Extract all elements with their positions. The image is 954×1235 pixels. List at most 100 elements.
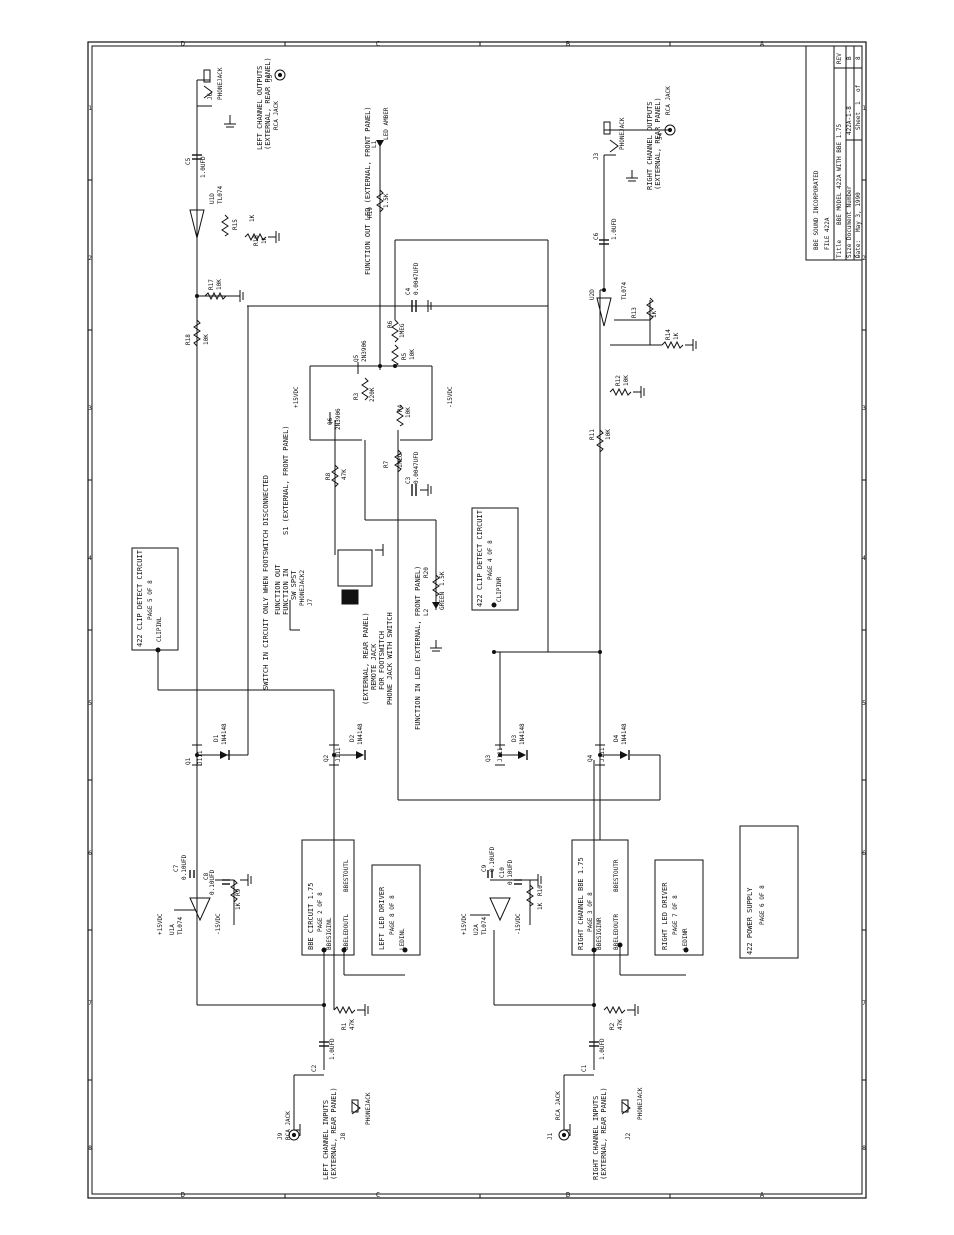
resistor-r12 bbox=[609, 387, 632, 397]
op-amps bbox=[189, 209, 612, 922]
border-mark-right-6: 6 bbox=[862, 850, 866, 857]
label-d1-value: 1N4148 bbox=[221, 723, 228, 745]
label-r4: R4 bbox=[397, 404, 404, 412]
border-mark-left-6: 6 bbox=[88, 850, 92, 857]
label-d3: D3 bbox=[511, 734, 518, 742]
label-d4-value: 1N4148 bbox=[621, 723, 628, 745]
label-r19: R19 bbox=[367, 207, 374, 218]
label-d1: D1 bbox=[213, 734, 220, 742]
label-r16: R16 bbox=[253, 235, 260, 246]
label-j8-phonejack: PHONEJACK bbox=[365, 1092, 372, 1125]
block-bbe-right-title: RIGHT CHANNEL BBE 1.75 bbox=[577, 857, 585, 950]
diode-d3 bbox=[518, 751, 526, 759]
label-c1: C1 bbox=[581, 1064, 588, 1072]
border-mark-right-3: 3 bbox=[862, 405, 866, 412]
title-block-sheet-of: of bbox=[855, 84, 862, 92]
jacks bbox=[203, 69, 676, 1141]
resistor-r19 bbox=[376, 189, 384, 213]
border-mark-bottom-b: B bbox=[566, 1191, 570, 1199]
label-q2-j111: J111 bbox=[335, 747, 342, 762]
label-l1: L1 bbox=[371, 140, 378, 148]
label-c3-value: 0.0047UFD bbox=[413, 451, 420, 484]
label-u1a: U1A bbox=[169, 924, 176, 935]
block-power-page: PAGE 6 OF 8 bbox=[759, 885, 766, 925]
label-r5: R5 bbox=[401, 352, 408, 360]
label-r2: R2 bbox=[609, 1022, 616, 1030]
block-clip-left-title: 422 CLIP DETECT CIRCUIT bbox=[136, 549, 144, 647]
title-block-size-label: Size bbox=[846, 243, 853, 258]
label-r8-value: 47K bbox=[341, 469, 348, 480]
label-d2: D2 bbox=[349, 734, 356, 742]
border-frame bbox=[87, 41, 867, 1199]
phone-jack-j3 bbox=[603, 121, 611, 135]
label-q5-value: 2N3906 bbox=[361, 340, 368, 362]
label-q4-j111: J111 bbox=[599, 747, 606, 762]
label-u1d: U1D bbox=[209, 193, 216, 204]
label-c10: C10 bbox=[499, 867, 506, 878]
ground-1 bbox=[224, 115, 236, 128]
label-c8: C8 bbox=[203, 872, 210, 880]
ground-4 bbox=[420, 300, 432, 312]
label-r1-value: 47K bbox=[349, 1019, 356, 1030]
resistor-r13 bbox=[646, 297, 654, 321]
title-block-date: May 3, 1990 bbox=[855, 192, 862, 232]
label-c5: C5 bbox=[185, 157, 192, 165]
border-mark-right-1: 1 bbox=[862, 105, 866, 112]
border-mark-bottom-a: A bbox=[760, 1191, 765, 1199]
block-bbe-left: BBE CIRCUIT 1.75 PAGE 2 OF 8 BBESIGINL B… bbox=[301, 839, 355, 956]
ground-symbols bbox=[224, 115, 697, 1136]
title-block-docnum: 422A-1-8 bbox=[846, 106, 853, 135]
note-left-outputs-2: (EXTERNAL, REAR PANEL) bbox=[264, 57, 272, 150]
ground-11 bbox=[430, 640, 442, 652]
title-block-file: FILE 422A bbox=[824, 217, 831, 250]
border-mark-top-a: A bbox=[760, 40, 765, 48]
label-r11: R11 bbox=[589, 429, 596, 440]
resistor-r17 bbox=[204, 291, 227, 301]
label-c2-value: 1.0UFD bbox=[329, 1038, 336, 1060]
junctions bbox=[155, 288, 689, 1007]
ground-12 bbox=[240, 874, 252, 886]
block-power-title: 422 POWER SUPPLY bbox=[746, 887, 754, 955]
label-r7-value: 1MEG bbox=[397, 453, 404, 468]
opamp-u2d bbox=[596, 297, 612, 327]
ground-10 bbox=[627, 1004, 639, 1016]
label-d4: D4 bbox=[613, 734, 620, 742]
ground-3 bbox=[268, 231, 280, 243]
label-r2-value: 47K bbox=[617, 1019, 624, 1030]
ground-7 bbox=[685, 339, 697, 351]
label-j6: J6 bbox=[207, 92, 214, 100]
resistor-r2 bbox=[603, 1005, 626, 1015]
label-c2: C2 bbox=[311, 1064, 318, 1072]
note-left-inputs-1: LEFT CHANNEL INPUTS bbox=[322, 1100, 330, 1180]
label-r13-value: 1K bbox=[651, 310, 658, 318]
border-mark-left-2: 2 bbox=[88, 255, 92, 262]
label-u2a-tl074: TL074 bbox=[481, 917, 488, 935]
label-q6-value: 2N3906 bbox=[335, 408, 342, 430]
label-j8: J8 bbox=[340, 1132, 347, 1140]
border-mark-left-3: 3 bbox=[88, 405, 92, 412]
diode-d2 bbox=[356, 751, 364, 759]
note-remote-1: (EXTERNAL, REAR PANEL) bbox=[362, 612, 370, 705]
label-j6-phonejack: PHONEJACK bbox=[217, 67, 224, 100]
opamp-u1d bbox=[189, 209, 205, 239]
note-remote-2: REMOTE JACK bbox=[370, 643, 378, 690]
label-r17: R17 bbox=[208, 279, 215, 290]
block-led-left-title: LEFT LED DRIVER bbox=[378, 886, 386, 950]
label-j9: J9 bbox=[277, 1132, 284, 1140]
block-bbe-right-pin-led: BBELEDOUTR bbox=[613, 913, 620, 950]
label-r10: R10 bbox=[537, 885, 544, 896]
resistor-r18 bbox=[193, 319, 201, 347]
notes: LEFT CHANNEL OUTPUTS (EXTERNAL, REAR PAN… bbox=[256, 57, 662, 1180]
label-phonejack2: PHONEJACK2 bbox=[299, 569, 306, 606]
ground-9 bbox=[357, 1004, 369, 1016]
label-c6: C6 bbox=[593, 232, 600, 240]
rca-jack-j4 bbox=[664, 124, 676, 136]
resistor-r1 bbox=[333, 1005, 356, 1015]
label-c7-value: 0.10UFD bbox=[181, 854, 188, 880]
opamp-u2a bbox=[489, 897, 511, 922]
label-q3-j111: J111 bbox=[497, 747, 504, 762]
block-led-left-pin: LEDINL bbox=[399, 928, 406, 950]
ground-2 bbox=[230, 290, 244, 302]
label-q1-j111: J111 bbox=[197, 750, 204, 765]
